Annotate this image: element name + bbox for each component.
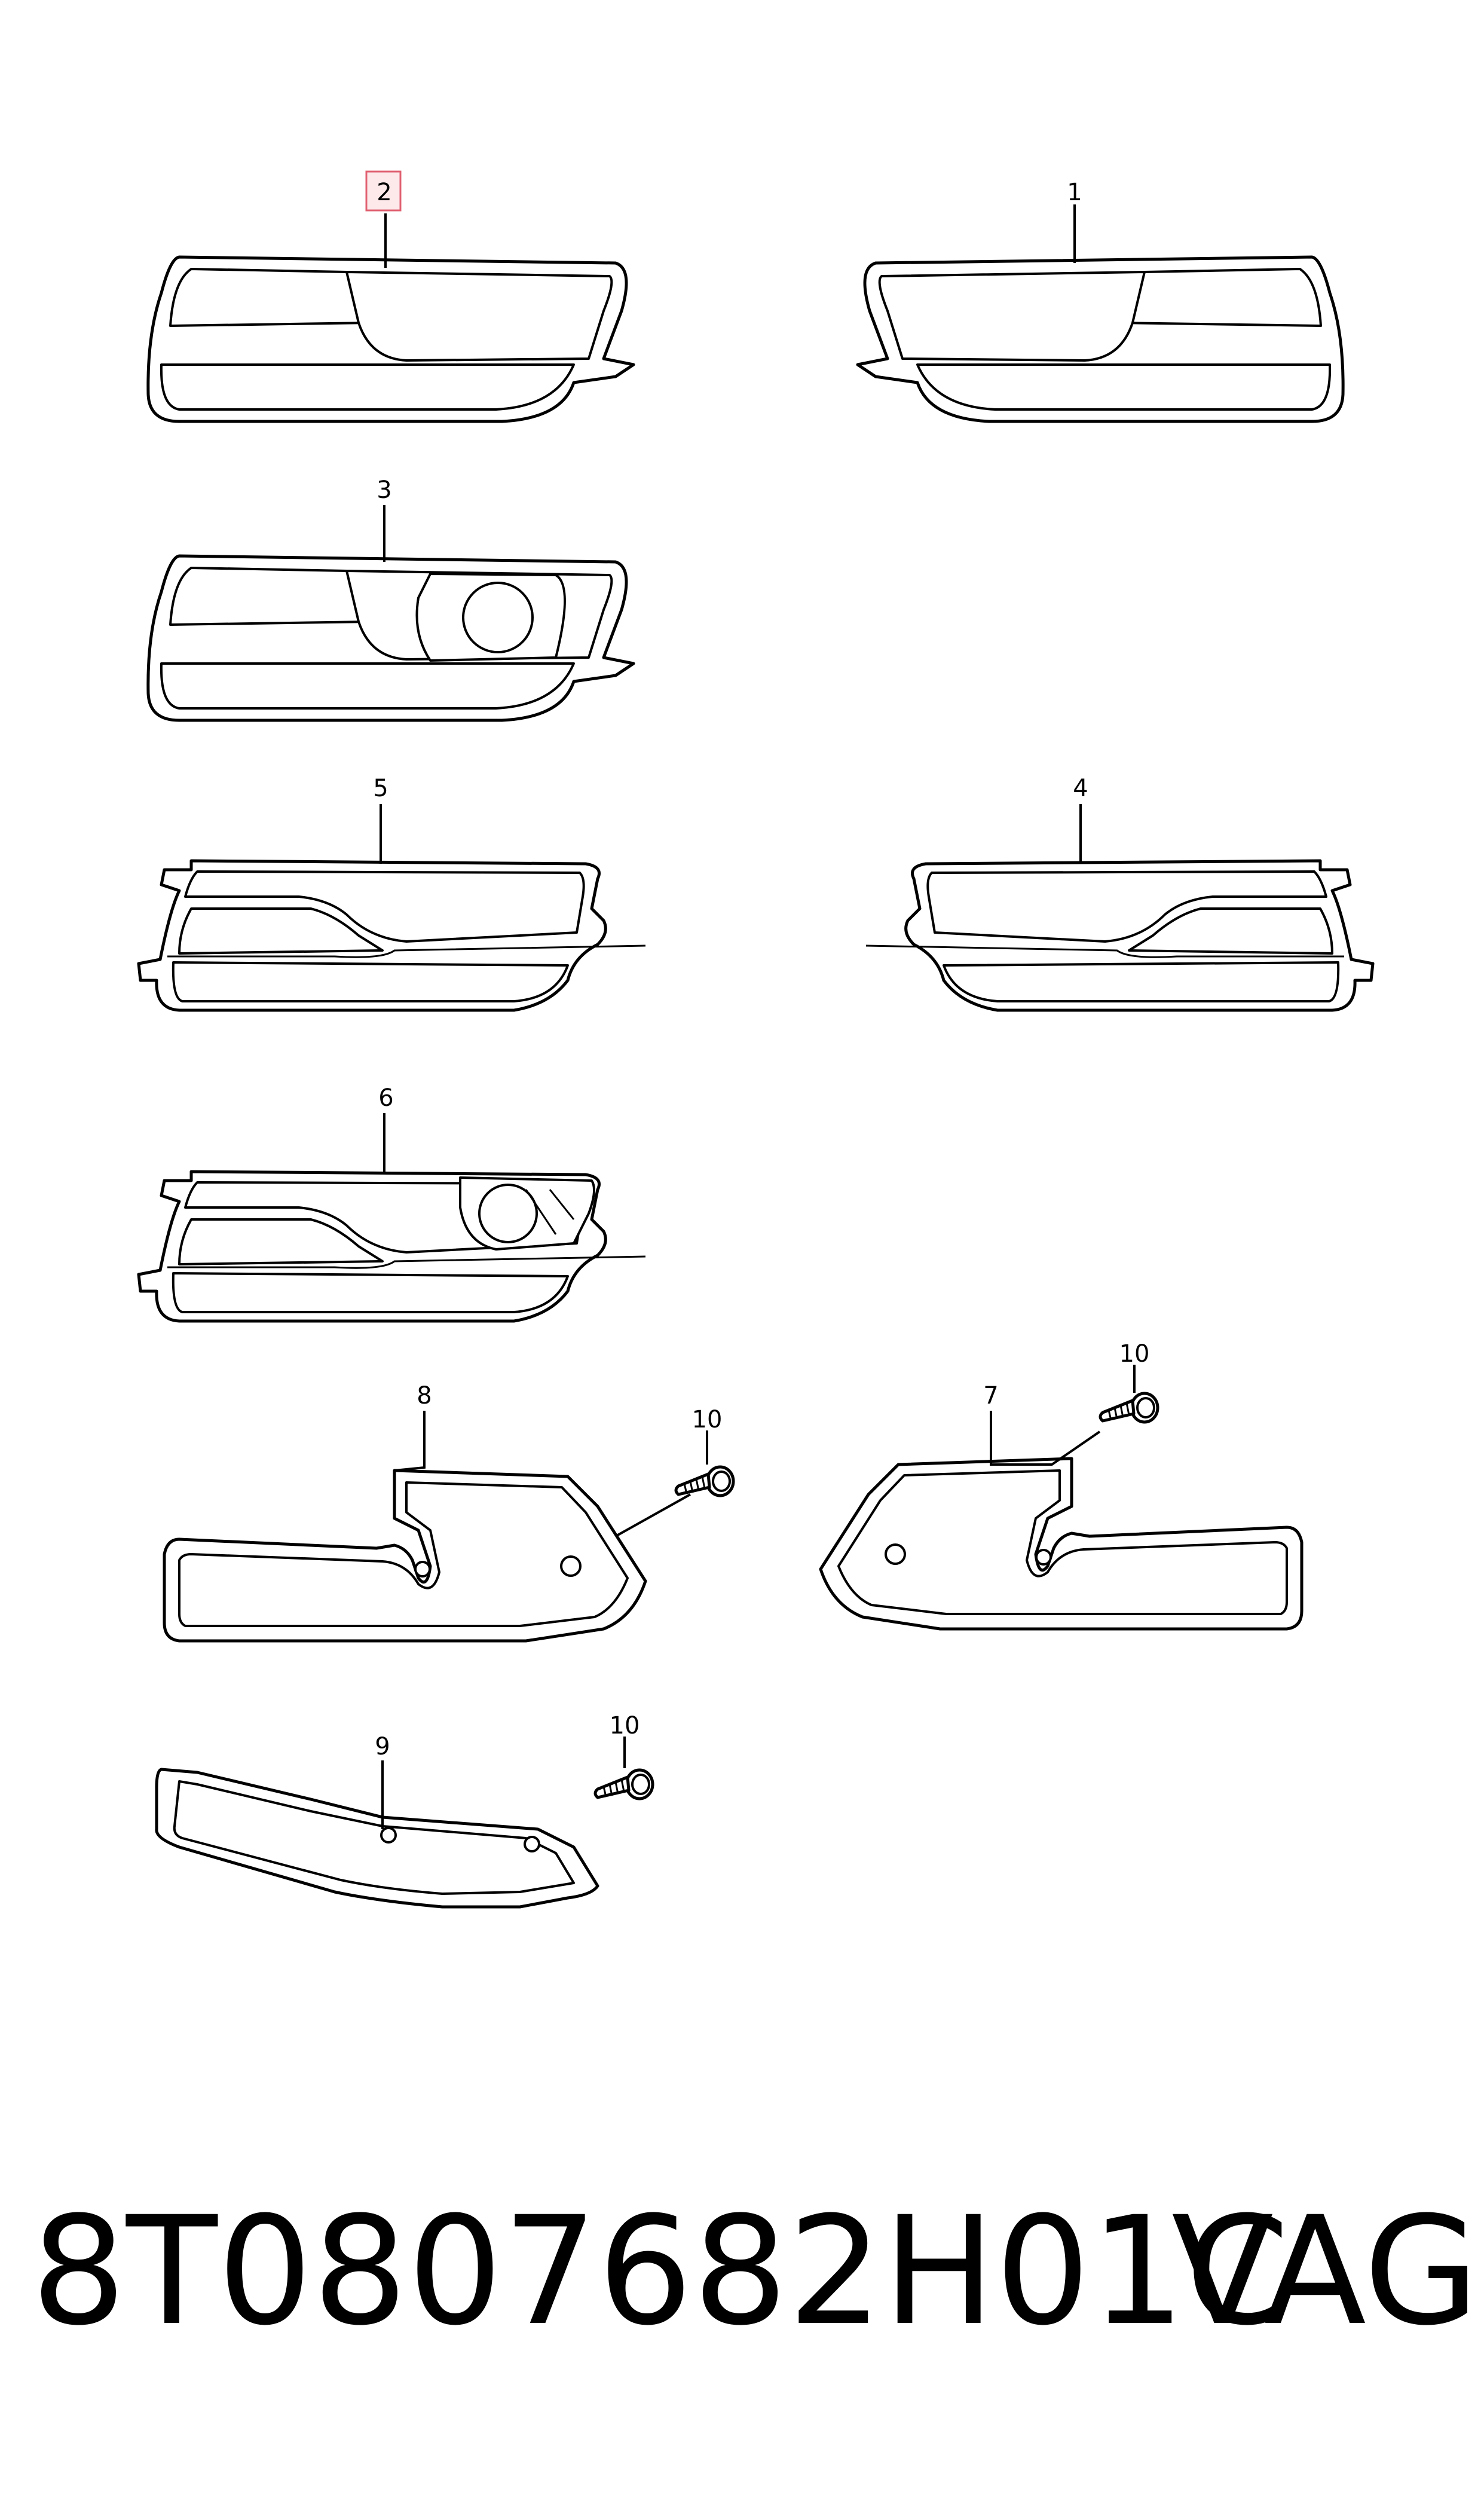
bracket-part-9: [155, 1768, 599, 1909]
grille-part-3: [148, 556, 634, 720]
callout-6: 6: [378, 1084, 393, 1112]
callout-7: 7: [983, 1382, 998, 1410]
callout-10-b: 10: [1119, 1340, 1150, 1368]
callout-2-highlight: [365, 170, 402, 212]
screw-part-10-a: [676, 1467, 733, 1496]
callout-9: 9: [375, 1733, 390, 1760]
callout-8: 8: [417, 1382, 432, 1410]
callout-5: 5: [373, 775, 388, 802]
grille-part-4: [866, 861, 1373, 1010]
leader-lines: [380, 204, 1136, 1829]
grille-part-6: [139, 1172, 645, 1321]
callout-3: 3: [377, 476, 391, 504]
brand-name: VAG: [1171, 2184, 1480, 2358]
part-number: 8T0807682H01C: [31, 2184, 1290, 2358]
callout-10-c: 10: [610, 1712, 640, 1740]
grille-part-2: [148, 257, 634, 421]
callout-4: 4: [1073, 775, 1088, 802]
screw-part-10-b: [1100, 1393, 1158, 1422]
frame-part-7: [821, 1459, 1302, 1629]
callout-2: 2: [377, 179, 391, 206]
callout-10-a: 10: [692, 1406, 723, 1433]
frame-part-8: [164, 1471, 645, 1641]
screw-part-10-c: [595, 1770, 653, 1799]
callout-1: 1: [1067, 179, 1082, 206]
grille-part-5: [139, 861, 645, 1010]
grille-part-1: [858, 257, 1343, 421]
